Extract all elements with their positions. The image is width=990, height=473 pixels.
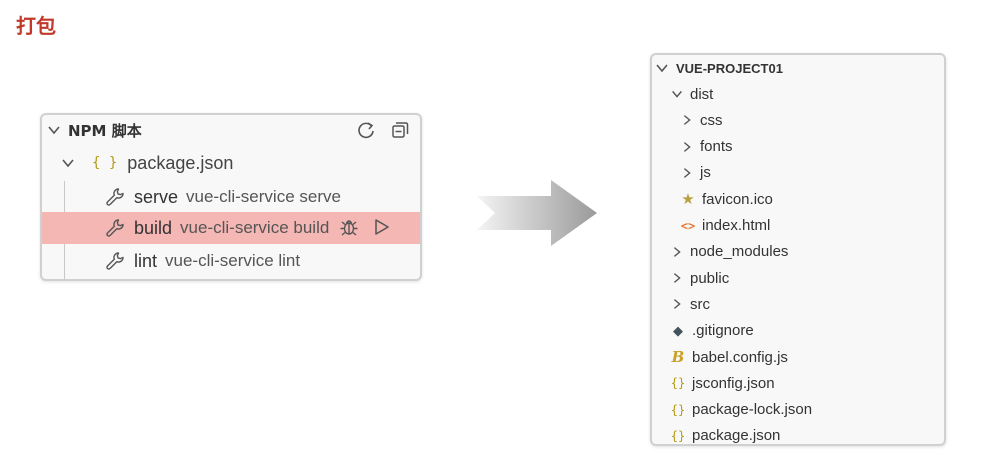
npm-scripts-title: NPM 脚本	[68, 121, 142, 140]
package-name: package.json	[127, 152, 234, 173]
script-name: serve	[134, 186, 179, 207]
json-braces-icon: { }	[92, 155, 118, 171]
tree-item-label: babel.config.js	[692, 348, 788, 366]
tree-file[interactable]: {} package.json	[652, 423, 944, 445]
json-icon: {}	[670, 428, 686, 443]
wrench-icon	[106, 188, 124, 206]
tree-file[interactable]: <> index.html	[652, 213, 944, 239]
tree-file[interactable]: ◆ .gitignore	[652, 318, 944, 344]
tree-item-label: .gitignore	[692, 322, 754, 340]
script-name: lint	[134, 250, 158, 271]
package-json-node[interactable]: { } package.json	[42, 147, 420, 179]
refresh-icon[interactable]	[356, 120, 376, 140]
chevron-down-icon[interactable]	[670, 87, 684, 101]
tree-item-label: src	[690, 295, 710, 313]
npm-scripts-panel: NPM 脚本 { } package.json serve vue-cli-se…	[40, 113, 422, 281]
tree-item-label: package.json	[692, 427, 781, 445]
tree-file[interactable]: {} jsconfig.json	[652, 370, 944, 396]
tree-item-label: js	[700, 164, 711, 182]
chevron-right-icon[interactable]	[670, 271, 684, 285]
chevron-right-icon[interactable]	[680, 113, 694, 127]
tree-folder[interactable]: dist	[652, 81, 944, 107]
right-arrow-graphic	[477, 180, 597, 246]
tree-item-label: node_modules	[690, 243, 789, 261]
tree-item-label: index.html	[702, 217, 771, 234]
wrench-icon	[106, 219, 124, 237]
script-command: vue-cli-service serve	[186, 187, 341, 206]
chevron-down-icon[interactable]	[60, 155, 76, 171]
chevron-down-icon[interactable]	[46, 122, 62, 138]
tree-folder[interactable]: css	[652, 107, 944, 133]
npm-scripts-header[interactable]: NPM 脚本	[42, 115, 420, 145]
json-icon: {}	[670, 402, 686, 417]
tree-item-label: public	[690, 269, 730, 287]
tree-file[interactable]: {} package-lock.json	[652, 397, 944, 423]
tree-item-label: jsconfig.json	[692, 374, 775, 392]
file-explorer-panel: VUE-PROJECT01 dist css fonts js ★ favicon.ico…	[650, 53, 946, 446]
chevron-right-icon[interactable]	[670, 297, 684, 311]
star-icon: ★	[681, 191, 695, 209]
git-icon: ◆	[673, 322, 683, 338]
project-name: VUE-PROJECT01	[676, 60, 783, 76]
tree-file[interactable]: ★ favicon.ico	[652, 186, 944, 212]
collapse-all-icon[interactable]	[390, 120, 410, 140]
tree-folder[interactable]: fonts	[652, 134, 944, 160]
tree-folder[interactable]: src	[652, 291, 944, 317]
json-icon: {}	[670, 376, 686, 391]
explorer-project-header[interactable]: VUE-PROJECT01	[652, 57, 944, 79]
script-row-lint[interactable]: lint vue-cli-service lint	[42, 245, 420, 277]
script-name: build	[134, 217, 173, 238]
chevron-right-icon[interactable]	[680, 166, 694, 180]
tree-item-label: dist	[690, 85, 714, 103]
tree-folder[interactable]: node_modules	[652, 239, 944, 265]
html-icon: <>	[680, 218, 696, 233]
tree-folder[interactable]: js	[652, 160, 944, 186]
tree-item-label: favicon.ico	[702, 190, 773, 208]
page-title: 打包	[16, 14, 56, 38]
chevron-right-icon[interactable]	[680, 140, 694, 154]
run-icon[interactable]	[370, 216, 392, 238]
chevron-right-icon[interactable]	[670, 245, 684, 259]
tree-item-label: package-lock.json	[692, 401, 813, 419]
script-command: vue-cli-service lint	[165, 251, 301, 270]
wrench-icon	[106, 252, 124, 270]
script-command: vue-cli-service build	[180, 218, 330, 237]
script-row-build[interactable]: build vue-cli-service build	[42, 212, 420, 244]
debug-icon[interactable]	[338, 216, 360, 238]
tree-folder[interactable]: public	[652, 265, 944, 291]
babel-icon: B	[671, 348, 685, 366]
script-row-serve[interactable]: serve vue-cli-service serve	[42, 181, 420, 213]
tree-item-label: css	[700, 111, 723, 129]
tree-item-label: fonts	[700, 138, 733, 156]
chevron-down-icon[interactable]	[654, 60, 670, 76]
